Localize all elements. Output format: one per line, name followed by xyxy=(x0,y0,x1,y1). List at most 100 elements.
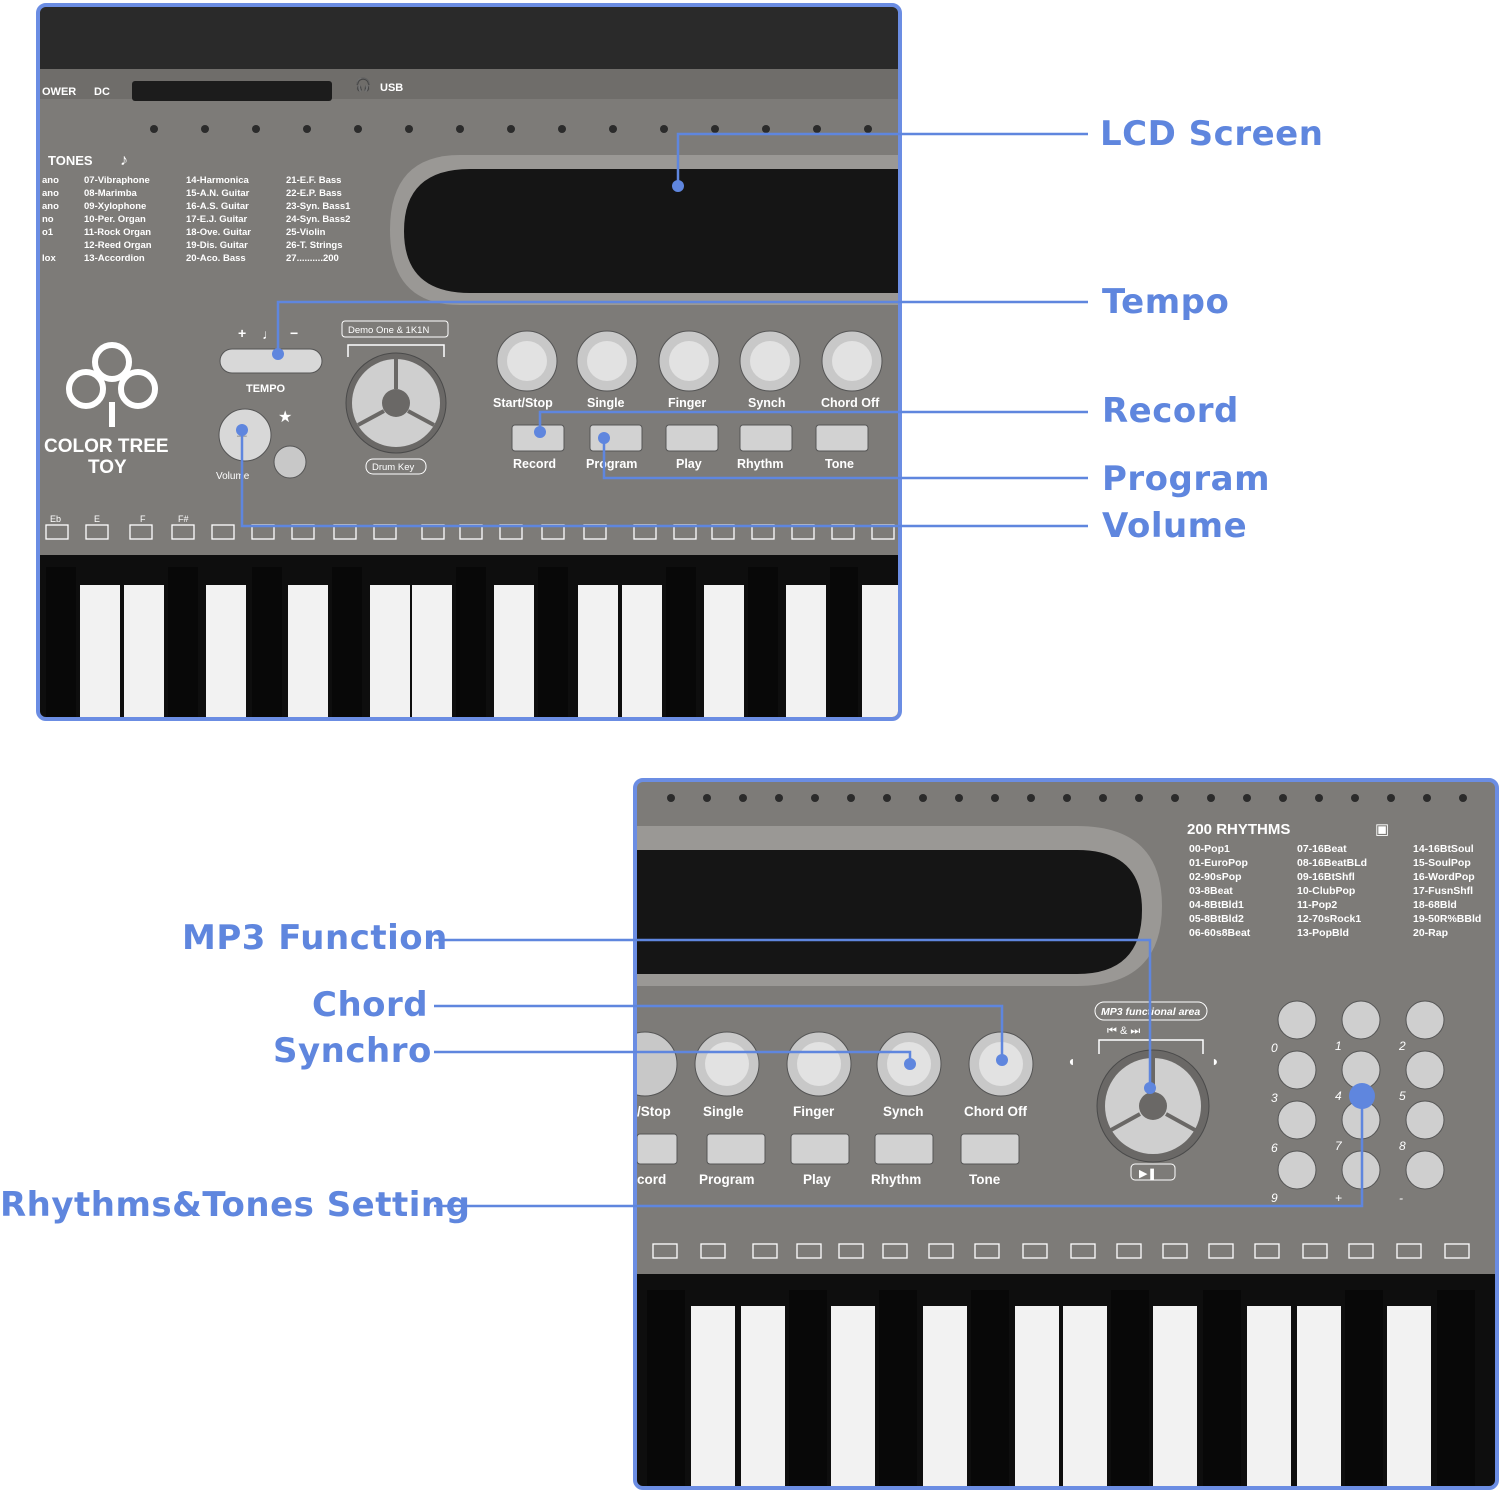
number-keypad xyxy=(1277,1000,1445,1190)
bottom-keyboard-illustration: 200 RHYTHMS ▣ 00-Pop1 07-16Beat 14-16BtS… xyxy=(637,794,1495,1486)
rhythm-item: 07-16Beat xyxy=(1297,843,1347,855)
callout-synchro: Synchro xyxy=(273,1031,432,1071)
round-button-label: Synch xyxy=(883,1104,924,1119)
callout-lcd-screen: LCD Screen xyxy=(1100,114,1324,154)
tempo-rocker[interactable] xyxy=(219,348,323,374)
rhythm-button[interactable] xyxy=(739,424,793,452)
rhythm-item: 10-ClubPop xyxy=(1297,885,1355,897)
rhythm-item: 08-16BeatBLd xyxy=(1297,857,1367,869)
keypad-digit: 0 xyxy=(1271,1041,1278,1055)
rhythm-item: 00-Pop1 xyxy=(1189,843,1230,855)
play-pause-icon: ▶❚ xyxy=(1139,1168,1157,1180)
keypad-digit: 1 xyxy=(1335,1039,1342,1053)
tempo-label: TEMPO xyxy=(246,383,286,395)
keypad-button-3[interactable] xyxy=(1277,1050,1317,1090)
round-button-label: Chord Off xyxy=(964,1104,1027,1119)
keypad-button-6[interactable] xyxy=(1277,1100,1317,1140)
rhythm-item: 06-60s8Beat xyxy=(1189,927,1251,939)
keypad-digit: 5 xyxy=(1399,1089,1406,1103)
tone-button[interactable] xyxy=(815,424,869,452)
record-button[interactable] xyxy=(637,1133,678,1165)
rhythm-item: 13-PopBld xyxy=(1297,927,1349,939)
tone-item: ano xyxy=(42,188,59,199)
tone-item: o1 xyxy=(42,227,54,238)
round-button-label: Chord Off xyxy=(821,396,880,410)
rhythm-item: 17-FusnShfl xyxy=(1413,885,1473,897)
tone-item: ano xyxy=(42,175,59,186)
start-stop-button[interactable] xyxy=(637,1031,678,1097)
rhythm-item: 12-70sRock1 xyxy=(1297,913,1361,925)
top-keyboard-photo: OWER DC 🎧 USB TONES ♪ ano 07-Vibraphone … xyxy=(36,3,902,721)
callout-mp3-function: MP3 Function xyxy=(182,918,448,958)
rect-button-labels: Record Program Play Rhythm Tone xyxy=(513,457,854,471)
keypad-button-8[interactable] xyxy=(1405,1100,1445,1140)
tone-item: 10-Per. Organ xyxy=(84,214,146,225)
keypad-digit: 2 xyxy=(1398,1039,1406,1053)
callout-chord: Chord xyxy=(312,985,429,1025)
rect-button-label: Record xyxy=(513,457,556,471)
tone-item: 22-E.P. Bass xyxy=(286,188,342,199)
tone-button[interactable] xyxy=(960,1133,1020,1165)
rect-buttons xyxy=(637,1133,1020,1165)
rhythm-item: 14-16BtSoul xyxy=(1413,843,1474,855)
round-button-labels: Start/Stop Single Finger Synch Chord Off xyxy=(493,396,880,410)
white-keys xyxy=(80,585,898,717)
tone-item: 12-Reed Organ xyxy=(84,240,152,251)
round-button-label: Synch xyxy=(748,396,786,410)
record-button[interactable] xyxy=(511,424,565,452)
black-keys xyxy=(647,1290,1475,1486)
rect-button-label: Play xyxy=(676,457,702,471)
keypad-button-9[interactable] xyxy=(1277,1150,1317,1190)
tone-item: 17-E.J. Guitar xyxy=(186,214,248,225)
rhythm-item: 15-SoulPop xyxy=(1413,857,1471,869)
keypad-button-0[interactable] xyxy=(1277,1000,1317,1040)
keypad-button-2[interactable] xyxy=(1405,1000,1445,1040)
keypad-button-minus[interactable] xyxy=(1405,1150,1445,1190)
note-label: F xyxy=(140,514,146,524)
demo-label: Demo One & 1K1N xyxy=(348,325,429,336)
rect-button-label: Program xyxy=(586,457,637,471)
program-button[interactable] xyxy=(589,424,643,452)
brand-line2: TOY xyxy=(88,457,127,478)
rhythm-item: 01-EuroPop xyxy=(1189,857,1248,869)
rect-button-label: Tone xyxy=(969,1172,1001,1187)
tone-item: 26-T. Strings xyxy=(286,240,343,251)
tone-item: 19-Dis. Guitar xyxy=(186,240,248,251)
rhythm-item: 11-Pop2 xyxy=(1297,899,1337,911)
dc-label: DC xyxy=(94,86,110,98)
keypad-button-5[interactable] xyxy=(1405,1050,1445,1090)
rect-button-label: Rhythm xyxy=(737,457,784,471)
program-button[interactable] xyxy=(706,1133,766,1165)
tone-item: no xyxy=(42,214,54,225)
play-button[interactable] xyxy=(665,424,719,452)
round-button-label: Start/Stop xyxy=(493,396,553,410)
round-button-label: Single xyxy=(587,396,625,410)
keypad-button-7[interactable] xyxy=(1341,1100,1381,1140)
tone-item: 09-Xylophone xyxy=(84,201,146,212)
drum-icon-strip xyxy=(45,524,895,540)
volume-minus-button[interactable] xyxy=(273,445,307,479)
usb-label: USB xyxy=(380,82,403,94)
white-keys xyxy=(691,1306,1431,1486)
power-label: OWER xyxy=(42,86,76,98)
keypad-digit: 7 xyxy=(1335,1139,1343,1153)
round-button-label: Finger xyxy=(668,396,706,410)
keypad-button-4[interactable] xyxy=(1341,1050,1381,1090)
rhythm-button[interactable] xyxy=(874,1133,934,1165)
keypad-digit: 9 xyxy=(1271,1191,1278,1205)
callout-record: Record xyxy=(1102,391,1239,431)
round-button-label: /Stop xyxy=(637,1104,671,1119)
tone-item: 20-Aco. Bass xyxy=(186,253,246,264)
note-label: Eb xyxy=(50,514,61,524)
keypad-button-1[interactable] xyxy=(1341,1000,1381,1040)
tone-item: 15-A.N. Guitar xyxy=(186,188,250,199)
keypad-button-plus[interactable] xyxy=(1341,1150,1381,1190)
rect-button-label: Program xyxy=(699,1172,755,1187)
mp3-transport-label: ⏮ & ⏭ xyxy=(1107,1025,1140,1037)
drum-key-label: Drum Key xyxy=(372,462,414,473)
tone-item: 21-E.F. Bass xyxy=(286,175,341,186)
lcd-screen xyxy=(637,850,1142,974)
play-button[interactable] xyxy=(790,1133,850,1165)
tone-item: 24-Syn. Bass2 xyxy=(286,214,350,225)
tone-item: 16-A.S. Guitar xyxy=(186,201,249,212)
